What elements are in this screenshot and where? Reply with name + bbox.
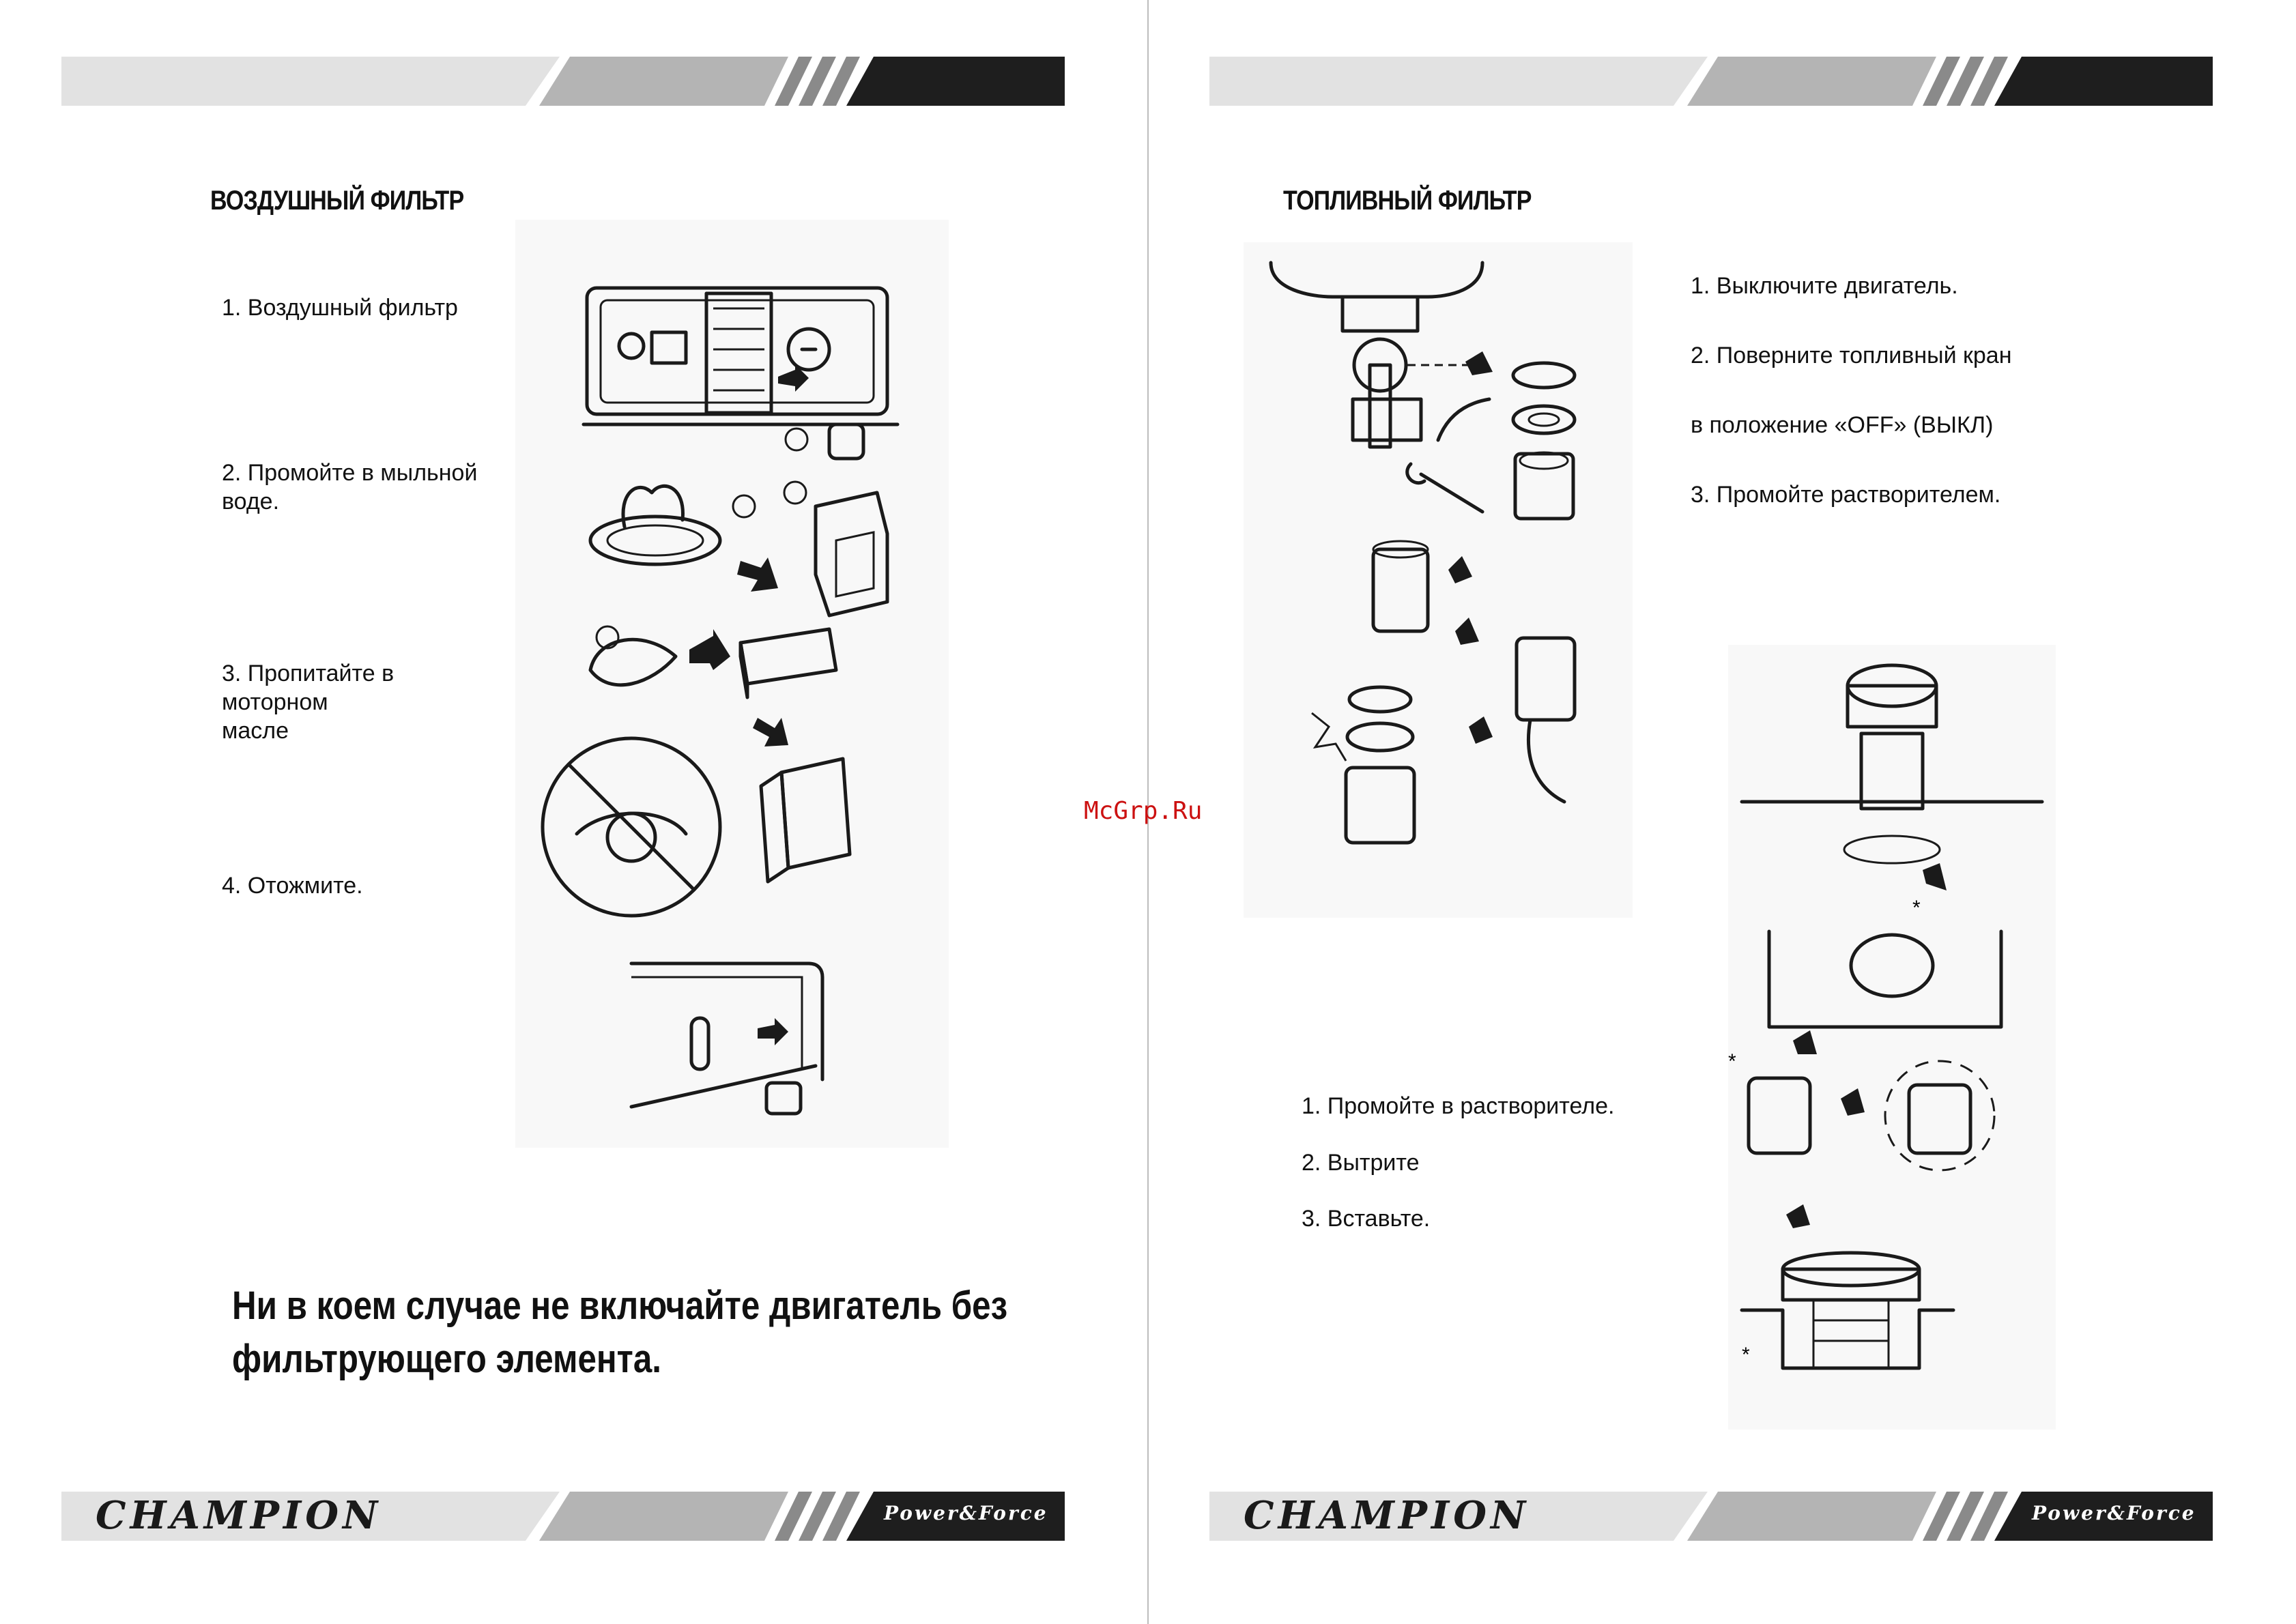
brand-logo: CHAMPION xyxy=(1244,1493,1530,1538)
air-step-2: 2. Промойте в мыльной воде. xyxy=(222,459,477,516)
header-band xyxy=(61,57,1065,106)
clean-sponge-drawing xyxy=(753,718,850,882)
air-filter-housing-drawing xyxy=(584,288,898,459)
warning-line-1: Ни в коем случае не включайте двигатель … xyxy=(232,1279,1102,1333)
section-title: ВОЗДУШНЫЙ ФИЛЬТР xyxy=(210,186,463,216)
reinsert-drawing: * xyxy=(1742,1204,1953,1368)
filter-screen-parts xyxy=(1513,363,1575,519)
fuel-cock-illustration xyxy=(1244,242,1633,918)
fuel-step-1: 1. Выключите двигатель. xyxy=(1691,272,1958,300)
brand-logo: CHAMPION xyxy=(96,1493,382,1538)
right-page: ТОПЛИВНЫЙ ФИЛЬТР 1. Выключите двигатель.… xyxy=(1148,0,2296,1624)
air-step-1: 1. Воздушный фильтр xyxy=(222,293,458,322)
fuel-step-3: 3. Промойте растворителем. xyxy=(1691,480,2000,509)
wrench-drawing xyxy=(1407,464,1482,512)
oiled-sponge-drawing xyxy=(741,629,836,697)
fuel-step-2-cont: в положение «OFF» (ВЫКЛ) xyxy=(1691,411,1993,439)
asterisk-label-3: * xyxy=(1742,1344,1750,1366)
hand-squeeze-drawing xyxy=(590,626,730,685)
oil-can-drawing xyxy=(737,482,887,615)
sediment-step-3: 3. Вставьте. xyxy=(1302,1204,1430,1233)
cup-cleaning-drawing xyxy=(1373,541,1575,802)
left-page: ВОЗДУШНЫЙ ФИЛЬТР 1. Воздушный фильтр 2. … xyxy=(0,0,1148,1624)
air-filter-illustration xyxy=(515,220,949,1148)
watermark: McGrp.Ru xyxy=(1084,797,1202,825)
dried-strainer-drawing: * xyxy=(1728,1030,1994,1170)
fuel-cock-drawing xyxy=(1271,263,1493,447)
air-step-4: 4. Отожмите. xyxy=(222,871,363,900)
reassembled-parts-drawing xyxy=(1312,687,1414,843)
asterisk-label-1: * xyxy=(1912,897,1921,919)
sediment-step-2: 2. Вытрите xyxy=(1302,1148,1420,1177)
section-title: ТОПЛИВНЫЙ ФИЛЬТР xyxy=(1283,186,1532,216)
fuel-step-2: 2. Поверните топливный кран xyxy=(1691,341,2012,370)
brand-tagline: Power&Force xyxy=(884,1502,1048,1524)
warning-text: Ни в коем случае не включайте двигатель … xyxy=(232,1279,1102,1386)
sediment-cup-illustration: * * * xyxy=(1728,645,2056,1430)
do-not-wring-drawing xyxy=(543,738,720,916)
solvent-bath-drawing: * xyxy=(1769,897,2001,1027)
warning-line-2: фильтрующего элемента. xyxy=(232,1333,1102,1386)
asterisk-label-2: * xyxy=(1728,1050,1736,1073)
washing-bowl-drawing xyxy=(590,486,755,564)
air-step-3: 3. Пропитайте в моторном масле xyxy=(222,659,394,745)
sediment-step-1: 1. Промойте в растворителе. xyxy=(1302,1092,1614,1120)
reinstall-housing-drawing xyxy=(631,963,822,1114)
strainer-removal-drawing xyxy=(1742,665,2042,890)
header-band xyxy=(1209,57,2213,106)
brand-tagline: Power&Force xyxy=(2032,1502,2196,1524)
